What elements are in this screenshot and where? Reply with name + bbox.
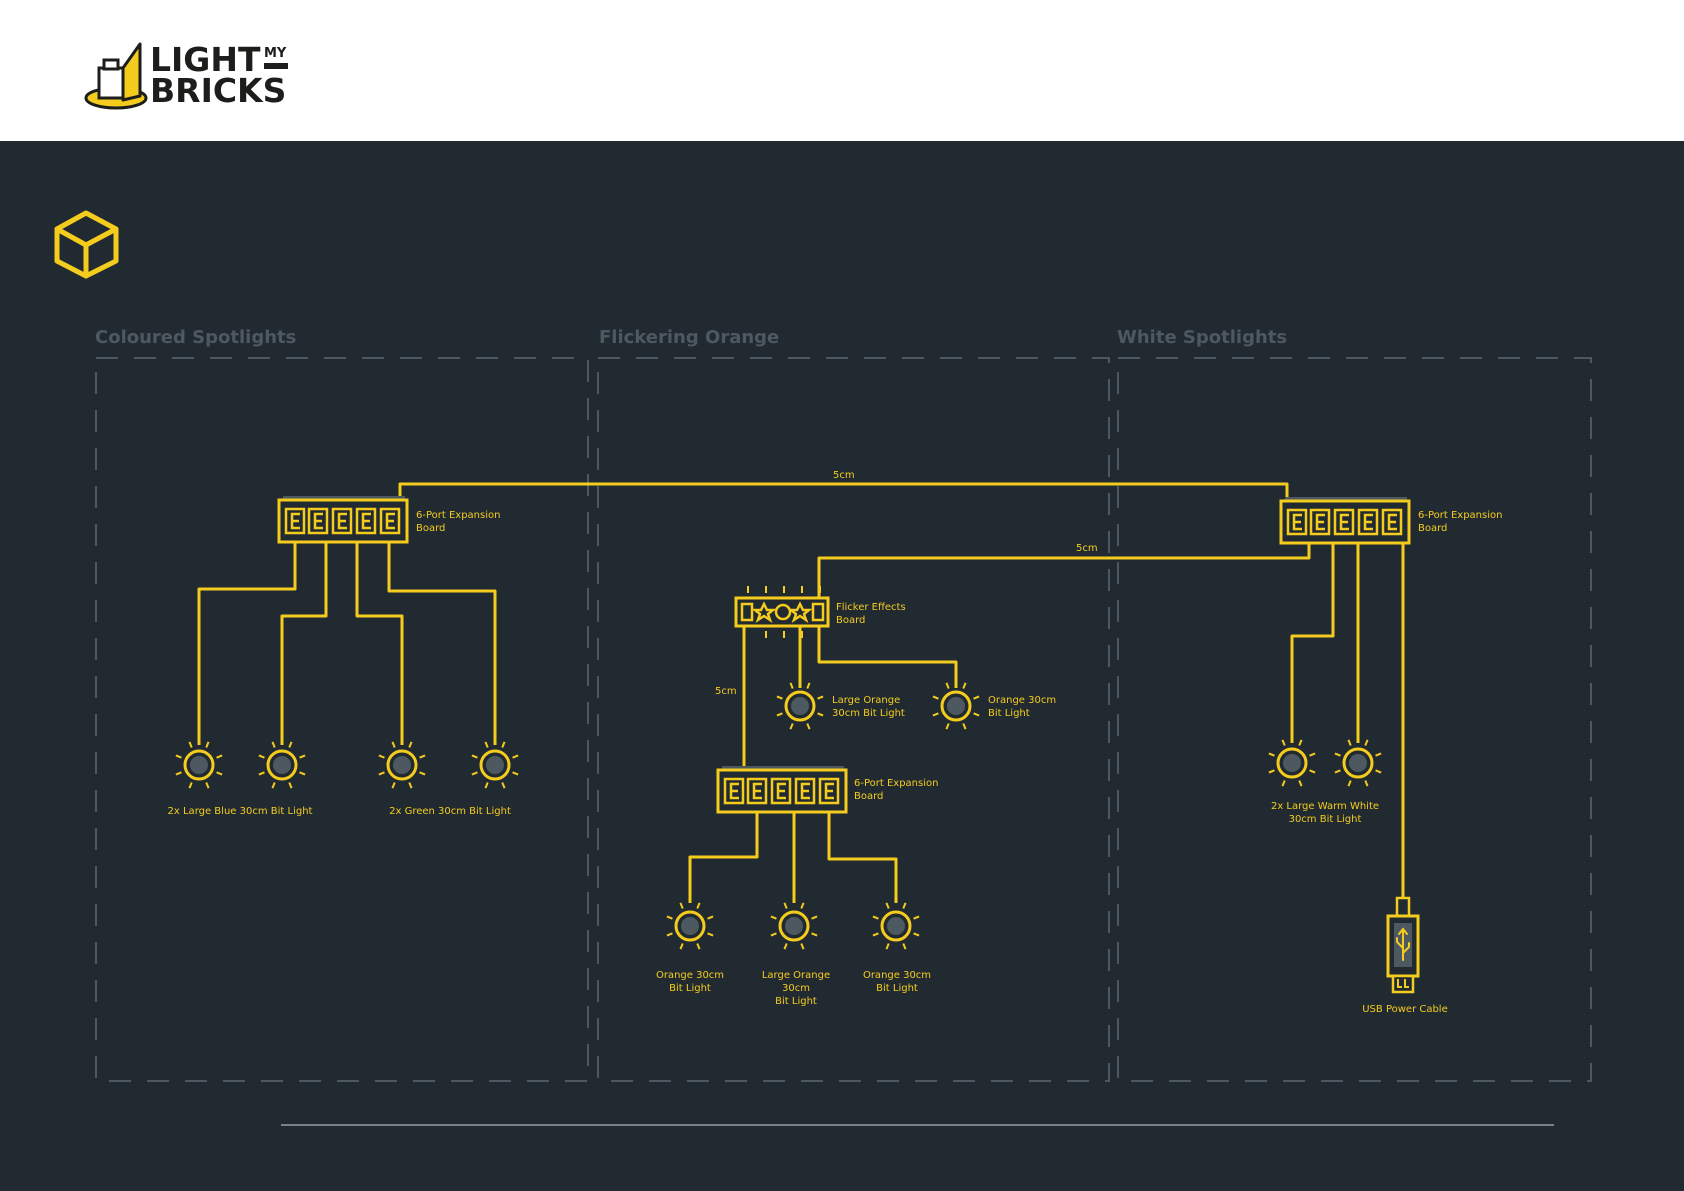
expansion-board-left bbox=[277, 496, 409, 544]
label-bottom-right-2: Bit Light bbox=[876, 983, 918, 994]
label-bottom-mid-1: Large Orange bbox=[762, 970, 830, 981]
bulb-icon bbox=[175, 741, 223, 789]
label-blue-lights: 2x Large Blue 30cm Bit Light bbox=[168, 806, 313, 817]
board-left-label-2: Board bbox=[416, 523, 445, 534]
section-box-flickering bbox=[597, 357, 1110, 1082]
bulb-icon bbox=[770, 902, 818, 950]
board-center-label-2: Board bbox=[854, 791, 883, 802]
bulb-icon bbox=[1334, 739, 1382, 787]
bulb-icon bbox=[932, 682, 980, 730]
flicker-board-label-2: Board bbox=[836, 615, 865, 626]
label-bottom-right-1: Orange 30cm bbox=[863, 970, 931, 981]
board-center-label-1: 6-Port Expansion bbox=[854, 778, 938, 789]
section-box-white bbox=[1117, 357, 1592, 1082]
bulb-icon bbox=[666, 902, 714, 950]
label-bottom-left-2: Bit Light bbox=[669, 983, 711, 994]
wire-label-top: 5cm bbox=[833, 470, 855, 481]
label-bottom-left-1: Orange 30cm bbox=[656, 970, 724, 981]
label-warm-2: 30cm Bit Light bbox=[1289, 814, 1362, 825]
brand-logo: LIGHT MY BRICKS bbox=[84, 40, 288, 110]
brick-logo-icon bbox=[84, 42, 148, 110]
wires bbox=[197, 482, 1405, 903]
label-bottom-mid-3: Bit Light bbox=[775, 996, 817, 1007]
bulb-icon bbox=[378, 741, 426, 789]
section-title-white: White Spotlights bbox=[1117, 327, 1287, 348]
expansion-board-right bbox=[1279, 497, 1411, 545]
board-left-label-1: 6-Port Expansion bbox=[416, 510, 500, 521]
board-right-label-2: Board bbox=[1418, 523, 1447, 534]
board-right-label-1: 6-Port Expansion bbox=[1418, 510, 1502, 521]
label-warm-1: 2x Large Warm White bbox=[1271, 801, 1379, 812]
label-flicker-small-1: Orange 30cm bbox=[988, 695, 1056, 706]
section-box-coloured bbox=[95, 357, 589, 1082]
wire-label-mid: 5cm bbox=[1076, 543, 1098, 554]
logo-line1: LIGHT bbox=[150, 40, 261, 79]
usb-icon bbox=[1386, 896, 1420, 994]
logo-line2: BRICKS bbox=[150, 71, 286, 110]
label-usb: USB Power Cable bbox=[1362, 1004, 1448, 1015]
bit-lights bbox=[175, 682, 1382, 950]
bulb-icon bbox=[776, 682, 824, 730]
cube-icon bbox=[54, 210, 119, 279]
bulb-icon bbox=[1268, 739, 1316, 787]
bulb-icon bbox=[872, 902, 920, 950]
label-flicker-small-2: Bit Light bbox=[988, 708, 1030, 719]
expansion-board-center bbox=[716, 766, 848, 814]
label-flicker-large-2: 30cm Bit Light bbox=[832, 708, 905, 719]
section-title-coloured: Coloured Spotlights bbox=[95, 327, 296, 348]
bulb-icon bbox=[258, 741, 306, 789]
section-title-flickering: Flickering Orange bbox=[599, 327, 779, 348]
label-green-lights: 2x Green 30cm Bit Light bbox=[389, 806, 511, 817]
label-bottom-mid-2: 30cm bbox=[782, 983, 810, 994]
flicker-board-label-1: Flicker Effects bbox=[836, 602, 906, 613]
flicker-effects-board bbox=[734, 586, 830, 638]
header-bar bbox=[0, 0, 1684, 141]
label-flicker-large-1: Large Orange bbox=[832, 695, 900, 706]
wire-label-vertical: 5cm bbox=[715, 686, 737, 697]
bulb-icon bbox=[471, 741, 519, 789]
logo-line1-small: MY bbox=[264, 46, 287, 61]
